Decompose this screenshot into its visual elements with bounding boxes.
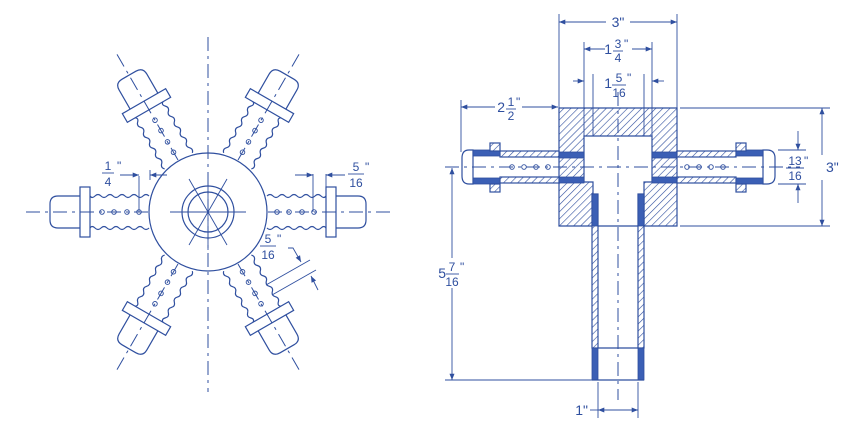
left-view-top: 1 4 " 5 16 " 5 16 " xyxy=(21,37,395,392)
svg-text:2: 2 xyxy=(508,109,515,123)
dim-height-3in: 3" xyxy=(680,107,839,227)
svg-text:7: 7 xyxy=(449,260,456,274)
svg-text:1: 1 xyxy=(508,95,515,109)
svg-text:16: 16 xyxy=(612,86,626,100)
svg-text:4: 4 xyxy=(105,175,112,189)
svg-text:1: 1 xyxy=(604,75,612,91)
svg-text:": " xyxy=(624,37,628,51)
thread xyxy=(651,176,678,184)
dim-five-sixteenths-lower: 5 16 " xyxy=(260,232,319,296)
svg-text:13: 13 xyxy=(788,154,802,168)
svg-text:5: 5 xyxy=(616,71,623,85)
dim-pipe-1in: 1" xyxy=(575,382,639,418)
svg-text:4: 4 xyxy=(615,51,622,65)
hub-centerlines xyxy=(170,174,246,250)
svg-text:": " xyxy=(804,154,808,168)
svg-text:5: 5 xyxy=(438,265,446,281)
hub-circle xyxy=(148,152,268,272)
left-side-arm xyxy=(461,142,560,193)
vertical-pipe xyxy=(591,193,645,381)
svg-text:3: 3 xyxy=(615,37,622,51)
right-view-section: 3" 1 3 4 " 1 5 16 " xyxy=(438,14,839,418)
dim-five-seven-sixteenths: 5 7 16 " xyxy=(438,167,592,381)
dim-five-sixteenths-right: 5 16 " xyxy=(295,160,369,212)
svg-text:": " xyxy=(460,260,464,274)
dim-two-and-half: 2 1 2 " xyxy=(460,95,558,152)
svg-text:": " xyxy=(627,71,631,85)
svg-text:2: 2 xyxy=(497,99,505,115)
svg-text:5: 5 xyxy=(353,160,360,174)
svg-text:16: 16 xyxy=(445,275,459,289)
dim-one-five-sixteenths: 1 5 16 " xyxy=(573,71,664,136)
thread xyxy=(558,176,585,184)
dim-quarter-inch: 1 4 " xyxy=(102,159,167,212)
svg-text:": " xyxy=(516,95,520,109)
svg-text:1": 1" xyxy=(575,402,588,418)
dim-width-3in: 3" xyxy=(558,14,678,108)
arm-lower-right xyxy=(215,249,324,387)
svg-text:": " xyxy=(277,232,281,246)
arm-right xyxy=(266,186,395,238)
svg-text:16: 16 xyxy=(261,248,275,262)
svg-text:1: 1 xyxy=(105,159,112,173)
arm-upper-right xyxy=(215,37,324,175)
arm-lower-left xyxy=(92,249,201,387)
arm-upper-left xyxy=(92,37,201,175)
svg-text:16: 16 xyxy=(788,169,802,183)
dim-thirteen-sixteenths: 13 16 " xyxy=(778,131,808,203)
svg-text:16: 16 xyxy=(349,176,363,190)
svg-text:5: 5 xyxy=(265,232,272,246)
svg-text:1: 1 xyxy=(604,41,612,57)
svg-text:": " xyxy=(117,159,121,173)
thread xyxy=(558,151,585,159)
svg-text:3": 3" xyxy=(612,14,625,30)
arm-left xyxy=(21,186,150,238)
thread xyxy=(651,151,678,159)
svg-text:3": 3" xyxy=(826,159,839,175)
svg-text:": " xyxy=(365,160,369,174)
dim-one-three-quarters: 1 3 4 " xyxy=(583,37,653,136)
